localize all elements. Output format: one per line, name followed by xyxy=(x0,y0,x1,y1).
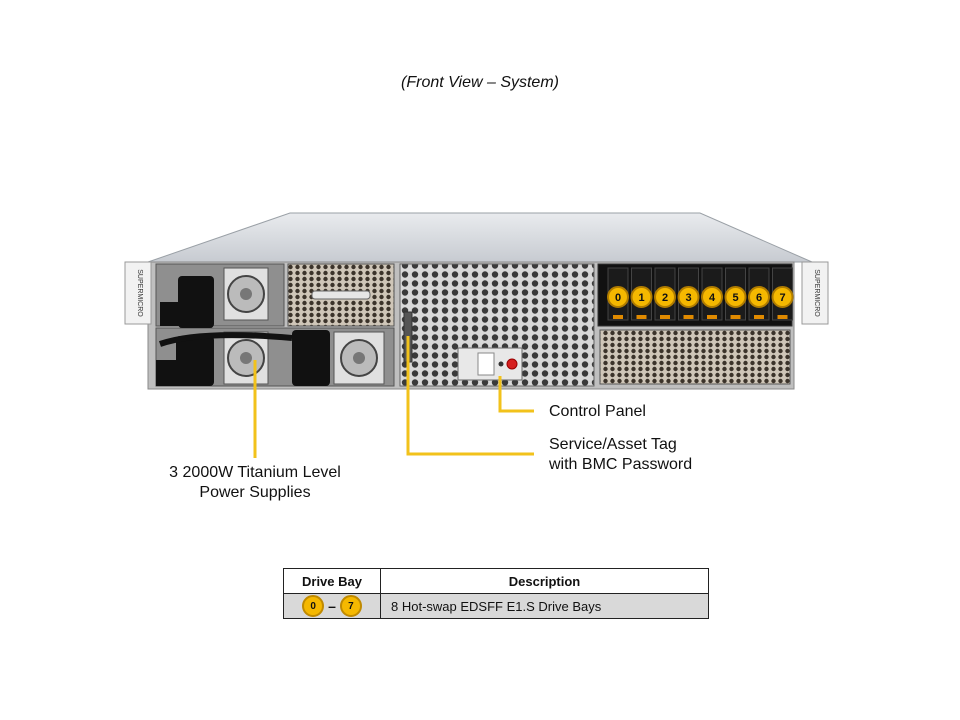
control-panel-text: Control Panel xyxy=(549,403,646,420)
control-panel-label: Control Panel xyxy=(549,402,646,422)
bay-range-dash: – xyxy=(328,598,336,614)
drive-bay-led-0 xyxy=(613,315,623,319)
power-cord-1 xyxy=(160,276,214,328)
right-rack-ear xyxy=(801,261,829,325)
psu-line2: Power Supplies xyxy=(199,484,311,501)
drive-bay-badges: 0 1 2 3 4 5 6 7 xyxy=(607,267,794,321)
drive-bay-number-1: 1 xyxy=(638,292,644,304)
service-tag-label: Service/Asset Tag with BMC Password xyxy=(549,435,692,475)
drive-bay-badge-5 xyxy=(724,286,747,308)
left-rack-ear xyxy=(124,261,152,325)
drive-bay-badge-7 xyxy=(771,286,794,308)
drive-bay-legend-table: Drive Bay Description 0 – 7 8 Hot-swap E… xyxy=(283,568,709,619)
psu-label: 3 2000W Titanium Level Power Supplies xyxy=(150,463,360,503)
psu-fan-2 xyxy=(223,331,269,385)
drive-bay-led-1 xyxy=(636,315,647,319)
legend-cell-bay: 0 – 7 xyxy=(283,593,381,619)
legend-row: 0 – 7 8 Hot-swap EDSFF E1.S Drive Bays xyxy=(283,593,709,619)
drive-bay-badge-2 xyxy=(654,286,676,308)
drive-bay-badge-6 xyxy=(748,286,770,308)
psu-line1: 3 2000W Titanium Level xyxy=(169,464,341,481)
drive-bay-number-3: 3 xyxy=(685,292,691,304)
bay-range: 0 – 7 xyxy=(302,595,362,617)
right-ear-brand: SUPERMICRO xyxy=(813,269,820,317)
power-cord-2 xyxy=(156,332,293,386)
drive-bay-led-2 xyxy=(660,315,670,319)
drive-bay-number-4: 4 xyxy=(709,292,716,304)
service-tag-callout-line xyxy=(406,336,534,456)
drive-cage-lower xyxy=(599,329,791,385)
drive-bay-led-7 xyxy=(777,315,788,319)
drive-bay-number-5: 5 xyxy=(732,292,738,304)
chassis-top-panel xyxy=(147,212,813,263)
service-tag-line2: with BMC Password xyxy=(549,456,693,473)
drive-bay-badge-0 xyxy=(607,286,629,308)
service-tag-line1: Service/Asset Tag xyxy=(549,436,677,453)
view-caption: (Front View – System) xyxy=(401,74,559,91)
drive-bay-badge-3 xyxy=(677,286,700,308)
drive-bay-number-0: 0 xyxy=(615,292,621,304)
drive-bay-badge-4 xyxy=(701,286,723,308)
bay-start-badge: 0 xyxy=(302,595,325,617)
drive-bay-number-7: 7 xyxy=(779,292,785,304)
psu-fan-1 xyxy=(223,267,269,321)
psu-fan-3 xyxy=(333,331,385,385)
left-ear-brand: SUPERMICRO xyxy=(136,269,143,317)
legend-header-description: Description xyxy=(380,568,709,594)
control-panel-callout-line xyxy=(498,376,534,413)
drive-bay-led-3 xyxy=(683,315,694,319)
drive-bay-led-6 xyxy=(754,315,764,319)
legend-header-drive-bay: Drive Bay xyxy=(283,568,381,594)
drive-bay-led-5 xyxy=(730,315,741,319)
legend-header-row: Drive Bay Description xyxy=(283,568,709,594)
control-panel xyxy=(457,347,523,381)
callout-lines xyxy=(253,336,534,458)
legend-cell-description: 8 Hot-swap EDSFF E1.S Drive Bays xyxy=(380,593,709,619)
drive-bay-number-2: 2 xyxy=(662,292,668,304)
bay-end-badge: 7 xyxy=(339,595,362,617)
power-cord-3 xyxy=(292,330,330,386)
filler-handle xyxy=(311,290,371,300)
drive-bay-number-6: 6 xyxy=(756,292,762,304)
server-chassis-illustration: SUPERMICRO SUPERMICRO xyxy=(124,212,829,458)
drive-bay-led-4 xyxy=(707,315,717,319)
drive-bay-badge-1 xyxy=(630,286,653,308)
